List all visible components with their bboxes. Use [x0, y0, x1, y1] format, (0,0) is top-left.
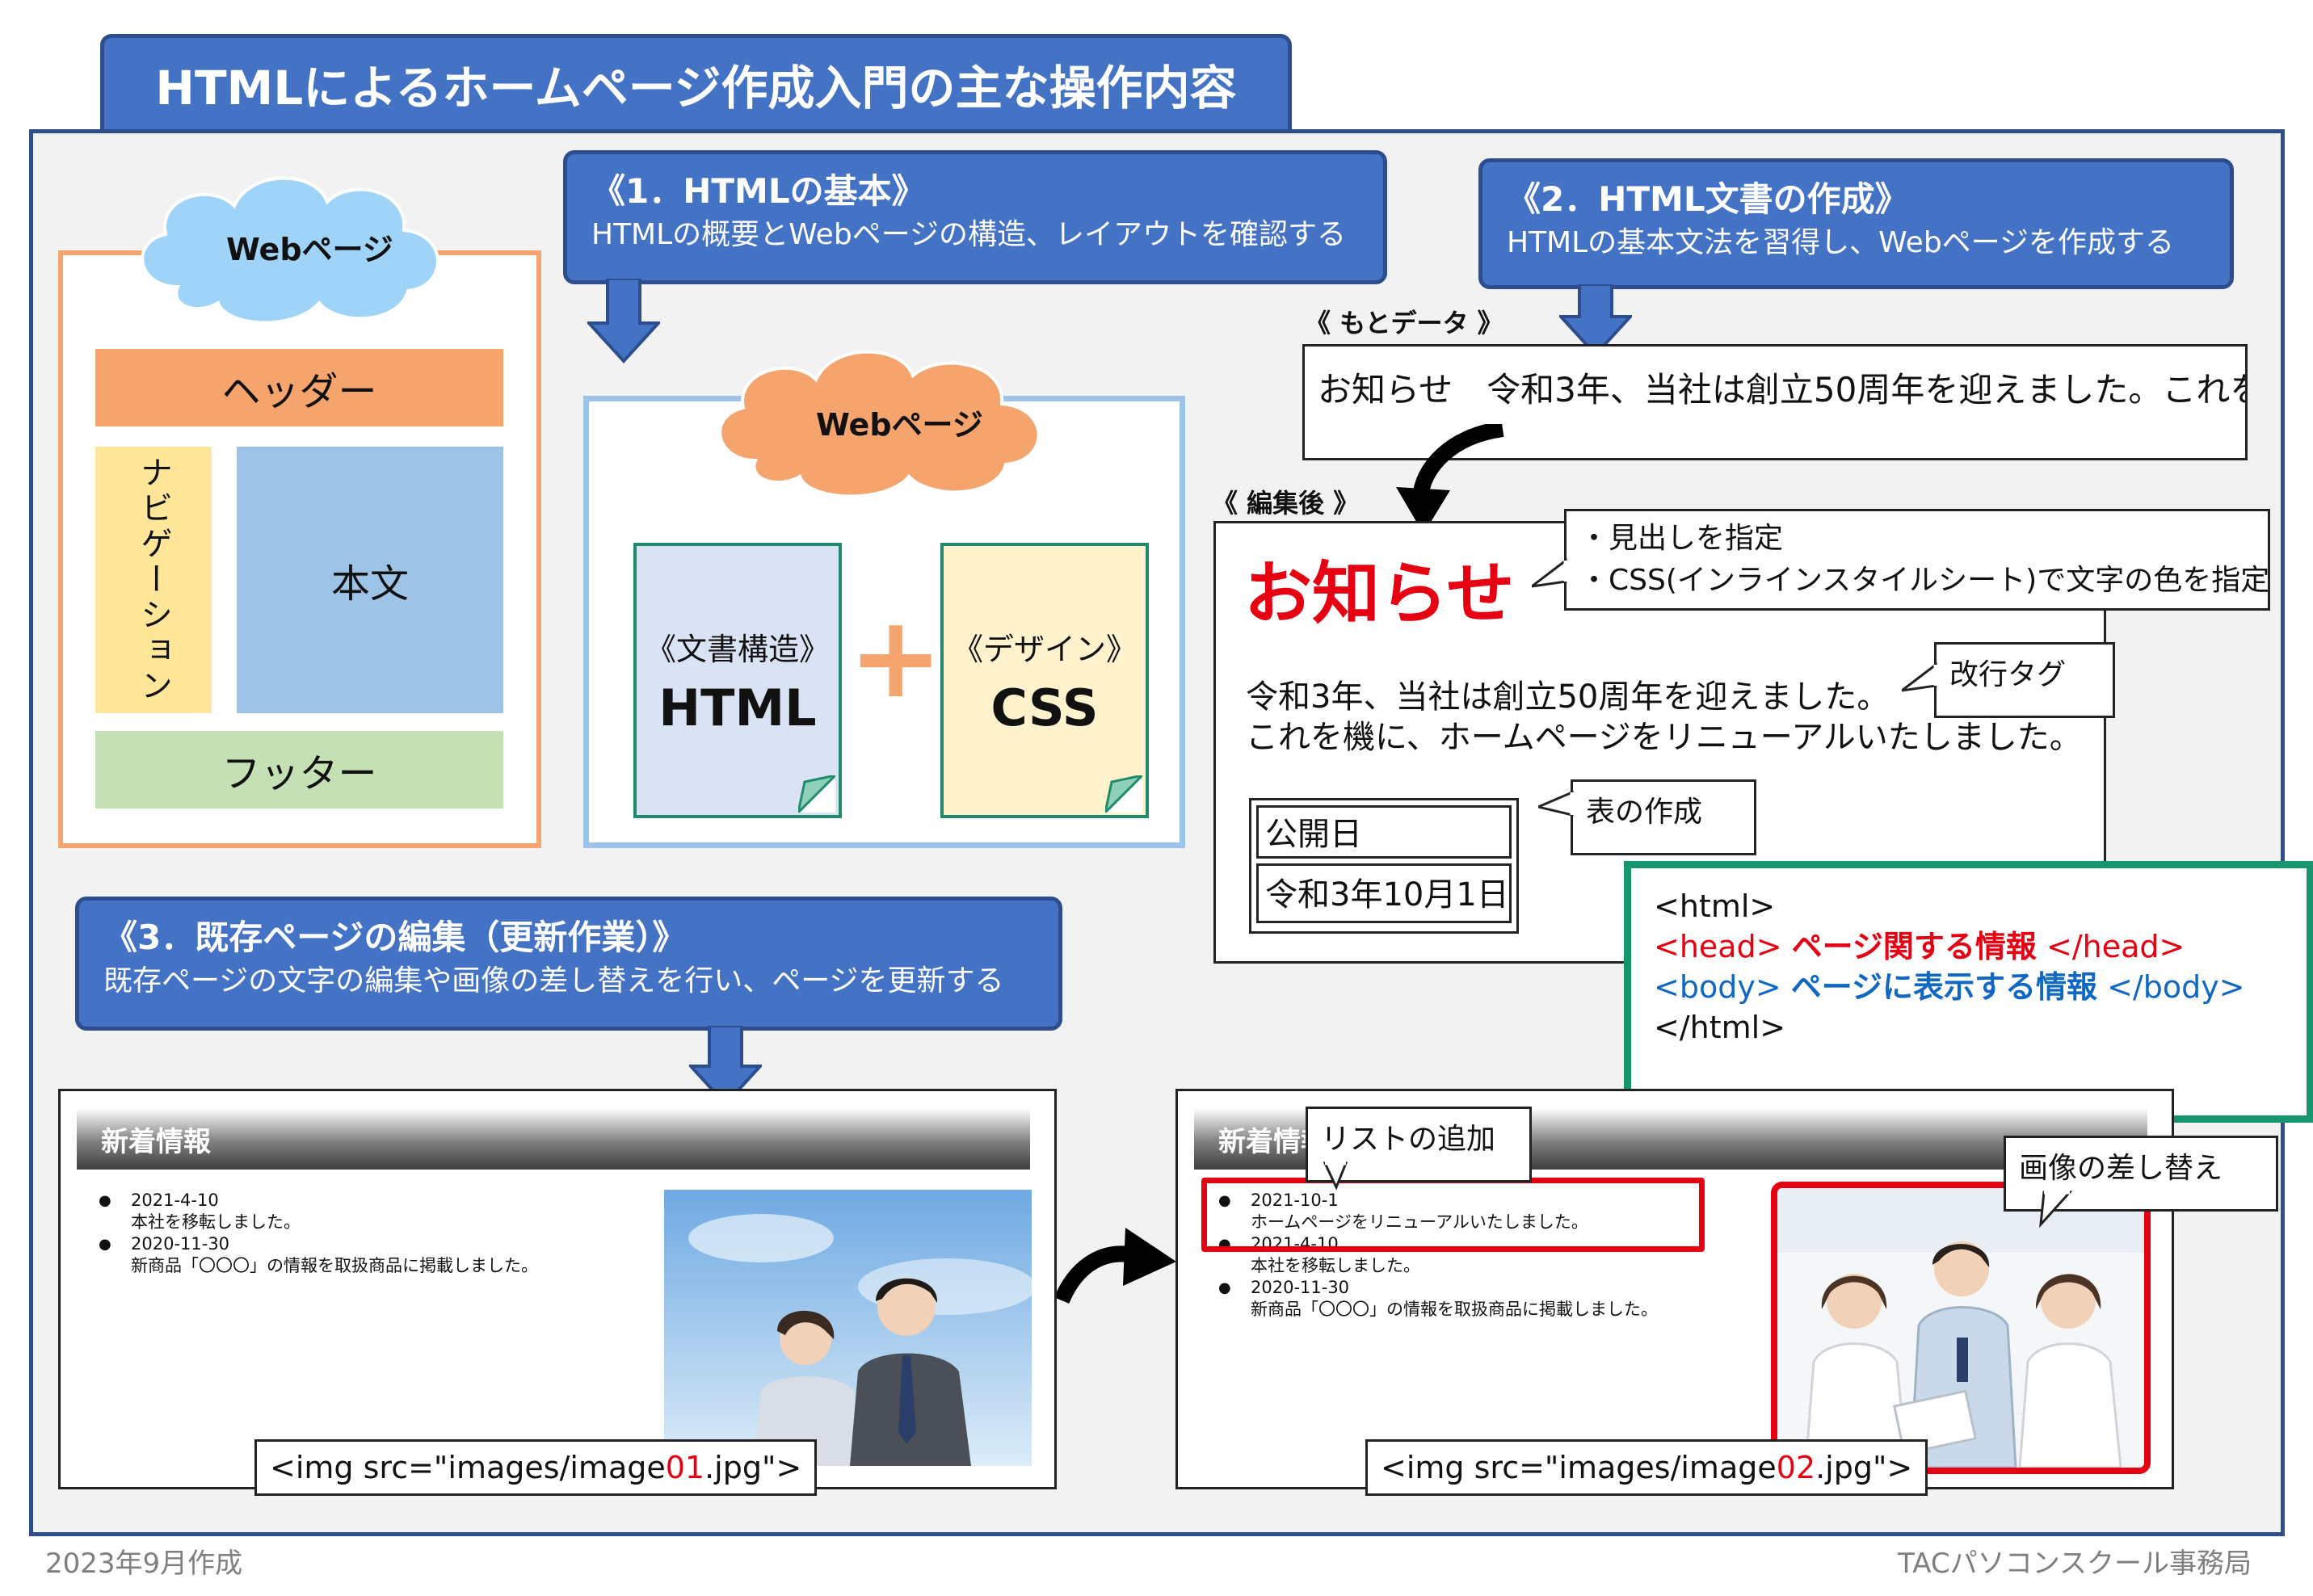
callout-tail-icon	[1902, 662, 1938, 692]
list-item: 2020-11-30 新商品「〇〇〇」の情報を取扱商品に掲載しました。	[99, 1233, 538, 1277]
code-tag: <head>	[1654, 929, 1782, 964]
css-doc-sub: 《デザイン》	[952, 631, 1137, 667]
callout-line: ・CSS(インラインスタイルシート)で文字の色を指定	[1579, 564, 2270, 597]
team-photo	[1777, 1188, 2144, 1468]
edited-heading: お知らせ	[1244, 554, 1515, 633]
list-item-date: 2020-11-30	[1251, 1278, 1350, 1297]
new-item-highlight	[1201, 1178, 1705, 1252]
layout-body-label: 本文	[330, 561, 409, 607]
section2-heading: 《2．HTML文書の作成》	[1507, 179, 1909, 219]
table-callout: 表の作成	[1571, 779, 1756, 855]
plus-icon: +	[848, 592, 944, 724]
list-item-text: 新商品「〇〇〇」の情報を取扱商品に掲載しました。	[1251, 1300, 1658, 1319]
section2-box: 《2．HTML文書の作成》 HTMLの基本文法を習得し、Webページを作成する	[1478, 158, 2234, 289]
list-item-text: ホームページをリニューアルいたしました。	[1251, 1212, 1588, 1232]
heading-tips-callout: ・見出しを指定 ・CSS(インラインスタイルシート)で文字の色を指定	[1564, 509, 2270, 611]
code-line-body: <body> ページに表示する情報 </body>	[1654, 967, 2284, 1007]
list-item-date: 2020-11-30	[131, 1234, 230, 1254]
layout-nav-label: ナビゲーション	[135, 456, 172, 704]
img-tag-num: 02	[1776, 1450, 1816, 1485]
list-item-date: 2021-10-1	[1251, 1191, 1339, 1210]
new-image-highlight	[1771, 1182, 2151, 1474]
arrow-down-icon	[689, 1026, 762, 1107]
code-line-head: <head> ページ関する情報 </head>	[1654, 926, 2284, 967]
code-tag: </body>	[2107, 969, 2245, 1005]
table-cell: 令和3年10月1日	[1256, 863, 1512, 923]
code-text: ページに表示する情報	[1790, 969, 2098, 1005]
footer-credit: TACパソコンスクール事務局	[1898, 1548, 2252, 1580]
html-doc-sub: 《文書構造》	[645, 631, 830, 667]
callout-tail-icon	[1532, 557, 1568, 588]
br-callout: 改行タグ	[1934, 642, 2115, 718]
footer-date: 2023年9月作成	[45, 1548, 243, 1580]
cloud-icon	[718, 350, 1041, 498]
news-header-before: 新着情報	[77, 1108, 1030, 1170]
page-title: HTMLによるホームページ作成入門の主な操作内容	[100, 34, 1292, 129]
callout-tail-icon	[1323, 1161, 1348, 1191]
list-item-text: 本社を移転しました。	[1251, 1256, 1420, 1275]
section1-box: 《1．HTMLの基本》 HTMLの概要とWebページの構造、レイアウトを確認する	[563, 150, 1387, 284]
page-fold-icon	[1105, 775, 1142, 813]
edited-line1: 令和3年、当社は創立50周年を迎えました。	[1246, 678, 1890, 716]
cloud-label: Webページ	[226, 232, 393, 267]
source-data-label: 《 もとデータ 》	[1305, 308, 1503, 338]
edited-table: 公開日 令和3年10月1日	[1249, 798, 1519, 934]
code-line: </html>	[1654, 1010, 1786, 1045]
list-item: 2021-10-1 ホームページをリニューアルいたしました。	[1218, 1190, 1658, 1233]
list-add-callout: リストの追加	[1306, 1107, 1532, 1182]
arrow-down-icon	[587, 279, 660, 363]
list-item-text: 新商品「〇〇〇」の情報を取扱商品に掲載しました。	[131, 1256, 538, 1275]
layout-footer-label: フッター	[221, 751, 377, 796]
curved-arrow-icon	[1057, 1228, 1176, 1304]
section3-desc: 既存ページの文字の編集や画像の差し替えを行い、ページを更新する	[103, 964, 1004, 998]
list-item-date: 2021-4-10	[131, 1191, 219, 1210]
source-data-box: お知らせ 令和3年、当社は創立50周年を迎えました。これを	[1302, 344, 2248, 460]
img-tag-suffix: .jpg">	[704, 1450, 802, 1485]
list-item: 2020-11-30 新商品「〇〇〇」の情報を取扱商品に掲載しました。	[1218, 1277, 1658, 1321]
list-item: 2021-4-10 本社を移転しました。	[99, 1190, 538, 1233]
layout-nav-block: ナビゲーション	[95, 447, 212, 713]
business-people-photo	[664, 1190, 1032, 1466]
code-tag: <body>	[1654, 969, 1781, 1005]
callout-tail-icon	[1538, 790, 1575, 817]
code-line: <html>	[1654, 888, 1776, 924]
news-list-before: 2021-4-10 本社を移転しました。 2020-11-30 新商品「〇〇〇」の情…	[99, 1190, 538, 1277]
curved-arrow-icon	[1396, 424, 1504, 534]
layout-header-label: ヘッダー	[221, 369, 377, 414]
html-doc-title: HTML	[658, 678, 817, 737]
img-tag-prefix: <img src="images/image	[1381, 1450, 1777, 1485]
page-fold-icon	[798, 775, 835, 813]
callout-tail-icon	[2039, 1191, 2073, 1228]
code-box: <html> <head> ページ関する情報 </head> <body> ペー…	[1624, 861, 2313, 1123]
cloud-label: Webページ	[816, 407, 983, 443]
img-tag-suffix: .jpg">	[1815, 1450, 1913, 1485]
edited-line2: これを機に、ホームページをリニューアルいたしました。	[1246, 719, 2082, 756]
code-text: ページ関する情報	[1791, 929, 2037, 964]
img-tag-num: 01	[665, 1450, 705, 1485]
arrow-down-icon	[1559, 284, 1632, 357]
code-tag: </head>	[2046, 929, 2185, 964]
css-doc-card: 《デザイン》 CSS	[940, 543, 1149, 818]
section3-box: 《3．既存ページの編集（更新作業）》 既存ページの文字の編集や画像の差し替えを行…	[75, 897, 1062, 1031]
source-data-text: お知らせ 令和3年、当社は創立50周年を迎えました。これを	[1318, 370, 2248, 410]
cloud-icon	[141, 176, 439, 325]
list-item-text: 本社を移転しました。	[131, 1212, 301, 1232]
section2-desc: HTMLの基本文法を習得し、Webページを作成する	[1507, 226, 2174, 259]
img-tag-label-after: <img src="images/image02.jpg">	[1365, 1439, 1928, 1496]
layout-header-block: ヘッダー	[95, 349, 503, 426]
layout-body-block: 本文	[237, 447, 503, 713]
html-doc-card: 《文書構造》 HTML	[633, 543, 842, 818]
layout-footer-block: フッター	[95, 731, 503, 808]
css-doc-title: CSS	[990, 678, 1099, 737]
img-tag-label-before: <img src="images/image01.jpg">	[254, 1439, 818, 1496]
section1-heading: 《1．HTMLの基本》	[591, 171, 926, 211]
edited-label: 《 編集後 》	[1212, 488, 1360, 519]
table-cell: 公開日	[1256, 805, 1512, 859]
callout-line: ・見出しを指定	[1579, 522, 1784, 555]
img-tag-prefix: <img src="images/image	[270, 1450, 666, 1485]
section1-desc: HTMLの概要とWebページの構造、レイアウトを確認する	[591, 218, 1346, 251]
section3-heading: 《3．既存ページの編集（更新作業）》	[103, 918, 687, 957]
